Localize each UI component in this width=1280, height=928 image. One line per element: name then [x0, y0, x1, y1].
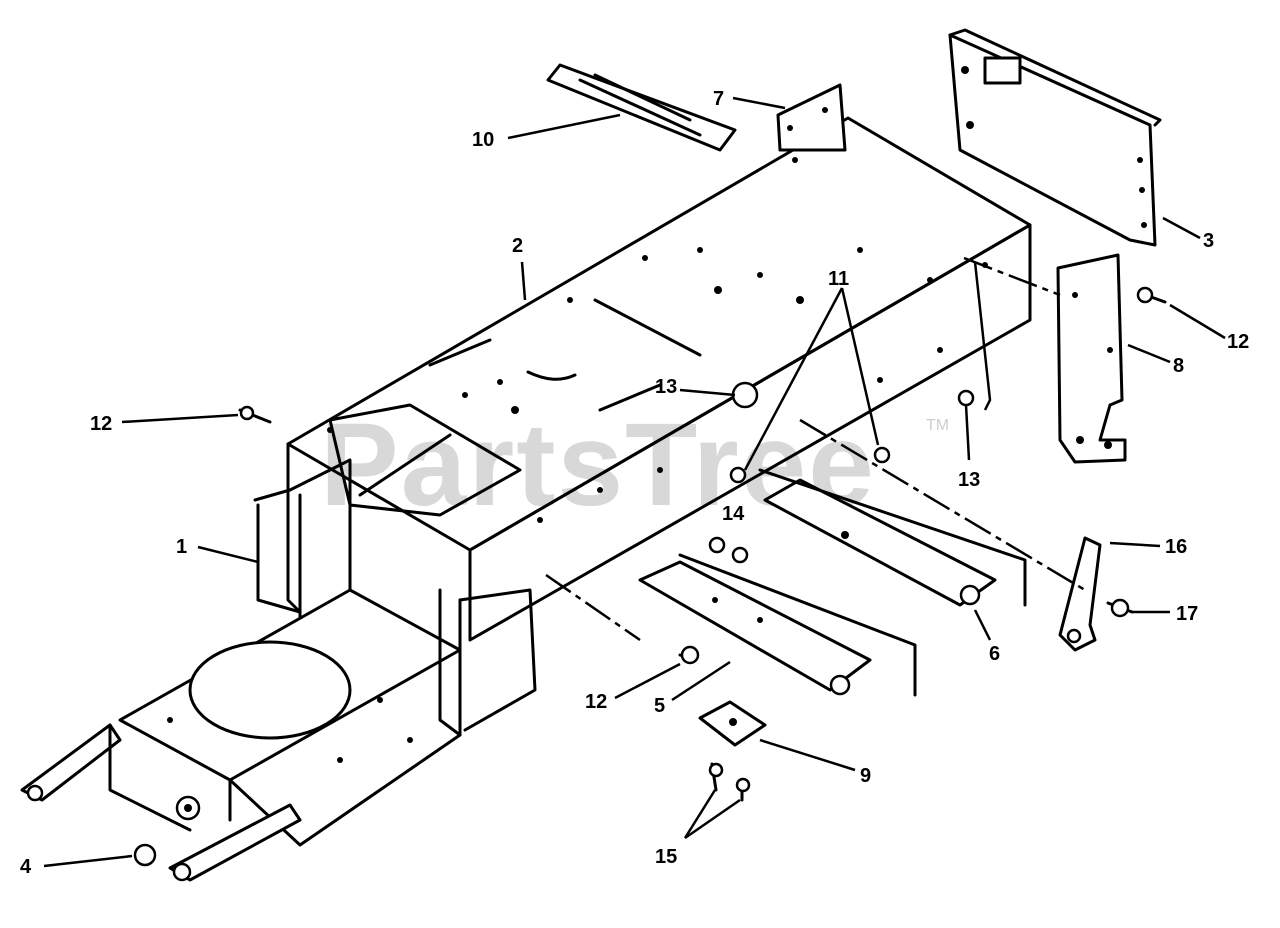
callout-10: 10 — [472, 129, 494, 151]
callout-1: 1 — [176, 536, 187, 558]
callout-17: 17 — [1176, 603, 1198, 625]
callout-12-right: 12 — [1227, 331, 1249, 353]
part-rear-bracket — [1056, 253, 1127, 464]
part-top-plate — [546, 63, 737, 152]
callout-13-right: 13 — [958, 469, 980, 491]
callout-13-center: 13 — [655, 376, 677, 398]
callout-9: 9 — [860, 765, 871, 787]
watermark-trademark: TM — [926, 417, 949, 434]
callout-4: 4 — [20, 856, 32, 878]
callouts: 1 2 3 4 5 6 7 8 9 10 11 12 12 12 13 13 1… — [20, 88, 1249, 878]
callout-16: 16 — [1165, 536, 1187, 558]
callout-12-left: 12 — [90, 413, 112, 435]
part-front-channel — [638, 553, 917, 697]
callout-3: 3 — [1203, 230, 1214, 252]
part-front-frame — [20, 458, 537, 882]
part-small-plate — [698, 700, 767, 747]
part-small-bracket — [776, 83, 847, 152]
callout-15: 15 — [655, 846, 677, 868]
callout-6: 6 — [989, 643, 1000, 665]
callout-5: 5 — [654, 695, 665, 717]
part-rear-channel — [758, 468, 1027, 607]
leader-lines — [43, 96, 1226, 868]
callout-7: 7 — [713, 88, 724, 110]
part-rear-plate — [948, 28, 1162, 247]
fasteners — [133, 286, 1167, 867]
callout-2: 2 — [512, 235, 523, 257]
callout-12-bottom: 12 — [585, 691, 607, 713]
callout-11: 11 — [828, 268, 849, 290]
callout-8: 8 — [1173, 355, 1184, 377]
part-main-frame — [286, 116, 1032, 642]
centerlines — [545, 256, 1086, 642]
callout-14: 14 — [722, 503, 745, 525]
part-lever — [1058, 536, 1102, 652]
